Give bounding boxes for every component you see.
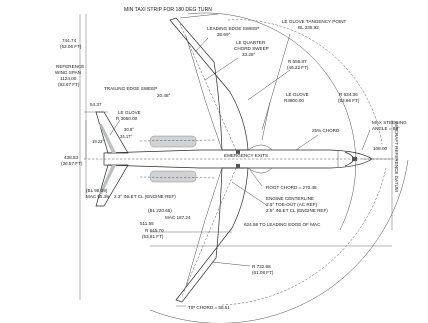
leader-r555 xyxy=(247,69,291,101)
upper-engine xyxy=(149,135,197,148)
r555-2: (46.32 FT) xyxy=(287,65,309,70)
fus-len-1: 438.83 xyxy=(64,155,78,160)
ref-span-2: WING SPAN xyxy=(55,70,81,75)
tip-chord: TIP CHORD = 58.51 xyxy=(188,305,230,310)
leader-taxi xyxy=(179,13,219,19)
r732-1: R 732.98 xyxy=(252,264,271,269)
engine-cl: ENGINE CENTERLINE xyxy=(266,196,314,201)
span-value-ft: (62.06 FT) xyxy=(60,44,82,49)
upper-stab-shade xyxy=(99,124,116,153)
leader-25-chord xyxy=(295,134,319,151)
lower-engine-cl xyxy=(139,176,216,179)
angle-308: 30.8° xyxy=(124,127,134,132)
le-glove-r-2: R3800.00 xyxy=(284,98,304,103)
datum-label: AIRCRAFT REFERENCE DATUM xyxy=(394,122,399,192)
r645-2: (53.81 FT) xyxy=(142,234,164,239)
mac187: MAC 187.24 xyxy=(165,215,191,220)
leader-root-chord xyxy=(249,169,263,187)
turning-radius-arc-outer xyxy=(149,159,409,323)
le-glove-r-1: LE GLOVE xyxy=(286,92,309,97)
lower-wing xyxy=(175,167,249,303)
le-sweep-1: LEADING EDGE SWEEP xyxy=(207,26,259,31)
emergency-exits: EMERGENCY EXITS xyxy=(224,153,268,158)
ref-span-3: 1124.00 xyxy=(60,76,77,81)
main-gear-lower xyxy=(236,164,240,168)
upper-wing xyxy=(169,17,249,151)
le-mac: 624.58 TO LEADING EDGE OF MAC xyxy=(244,222,321,227)
upper-engine-cl xyxy=(139,139,216,142)
ref-span-4: (93.67 FT) xyxy=(58,82,80,87)
ref-span-1: REFERENCE xyxy=(56,64,84,69)
leader-quarter-chord xyxy=(204,57,239,81)
angle-1923: 19.23° xyxy=(92,139,104,144)
le-glove-l-1: LE GLOVE xyxy=(118,110,141,115)
quarter-chord-1: LE QUARTER xyxy=(236,40,266,45)
r555-1: R 555.87 xyxy=(288,59,307,64)
dim-5437: 54.37 xyxy=(90,102,102,107)
bl220: (BL 220.65) xyxy=(148,208,172,213)
lower-wing-glove xyxy=(247,167,273,174)
bl95-1: (BL 95.09) xyxy=(86,188,108,193)
nose-gear xyxy=(352,157,357,161)
leader-r732 xyxy=(211,261,251,267)
leader-engine-cl xyxy=(231,181,269,207)
inlet-cl: 2.3° INLET CL (ENGINE REF) xyxy=(114,194,176,199)
bl95-2: MAC 95.39 xyxy=(86,194,109,199)
r634-1: R 634.36 xyxy=(339,92,358,97)
r634-2: (52.86 FT) xyxy=(338,98,360,103)
chord-25: 25% CHORD xyxy=(312,128,340,133)
r645-1: R 645.70 xyxy=(145,228,164,233)
lower-engine xyxy=(149,170,197,183)
turning-radius-arc-inner xyxy=(227,19,383,145)
span-value: 744.74 xyxy=(62,38,76,43)
upper-wing-flap-line xyxy=(185,35,223,151)
te-sweep-1: TRAILING EDGE SWEEP xyxy=(104,86,157,91)
max-steer-1: MAX STEERING xyxy=(372,120,407,125)
taxi-strip-label: MIN TAXI STRIP FOR 180 DEG TURN xyxy=(124,7,212,13)
leader-le-glove-l xyxy=(109,119,121,136)
upper-quarter-chord xyxy=(179,23,237,151)
te-sweep-2: 20.48° xyxy=(157,93,170,98)
angle-3417: 34.17° xyxy=(120,134,132,139)
leader-le-glove-r xyxy=(261,101,271,141)
dim-108: 108.00 xyxy=(373,146,387,151)
r732-2: (61.08 FT) xyxy=(252,270,274,275)
quarter-chord-2: CHORD SWEEP xyxy=(234,46,269,51)
leader-le-sweep xyxy=(194,37,209,53)
le-glove-l-2: R 3050.00 xyxy=(116,116,138,121)
le-tangency-2: BL 335.92 xyxy=(298,25,319,30)
le-tangency-1: LE GLOVE TANGENCY POINT xyxy=(282,19,347,24)
le-sweep-2: 36.69° xyxy=(217,32,230,37)
leader-tangency xyxy=(261,33,291,131)
upper-wing-glove xyxy=(247,144,273,151)
dim-51155: 511.55 xyxy=(140,221,154,226)
toe-out: 2.5° TOE-OUT (AC REF) xyxy=(266,202,318,207)
lower-stab-shade xyxy=(99,165,116,194)
lower-wing-flap-line xyxy=(185,167,223,287)
root-chord: ROOT CHORD = 270.48 xyxy=(266,185,317,190)
inlet-cl-2: 2.5° INLET CL (ENGINE REF) xyxy=(266,208,328,213)
quarter-chord-3: 33.28° xyxy=(242,52,255,57)
fus-len-2: (36.57 FT) xyxy=(61,161,83,166)
max-steer-2: ANGLE = 82° xyxy=(372,126,400,131)
leader-max-steer xyxy=(361,129,371,151)
main-gear-upper xyxy=(236,150,240,154)
taxi-strip-arc xyxy=(187,12,357,231)
